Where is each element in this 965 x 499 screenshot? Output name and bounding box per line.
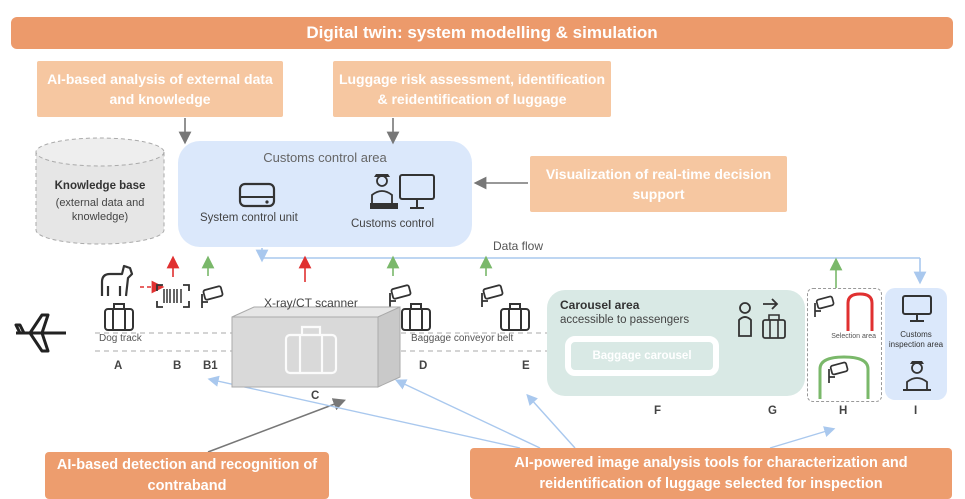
letter-g: G <box>768 405 777 417</box>
contraband-detection-box: AI-based detection and recognition of co… <box>45 452 329 499</box>
letter-h: H <box>839 405 848 417</box>
letter-c: C <box>311 390 320 402</box>
digital-twin-banner: Digital twin: system modelling & simulat… <box>11 17 953 49</box>
image-analysis-box: AI-powered image analysis tools for char… <box>470 448 952 499</box>
letter-e: E <box>522 360 530 372</box>
letter-b: B <box>173 360 182 372</box>
letter-b1: B1 <box>203 360 218 372</box>
carousel-area-title: Carousel area <box>560 298 640 312</box>
server-icon <box>238 182 276 208</box>
dog-track-label: Dog track <box>99 333 142 344</box>
luggage-icon-a <box>104 303 134 331</box>
customs-control-area: Customs control area System control unit… <box>178 141 472 247</box>
customs-control-label: Customs control <box>351 218 435 230</box>
ghost-luggage-icon <box>284 325 338 375</box>
letter-d: D <box>419 360 428 372</box>
inspector-icon <box>903 361 931 391</box>
green-gate-icon <box>818 355 870 399</box>
camera-icon-h-top <box>814 295 835 317</box>
xray-scanner-label: X-ray/CT scanner <box>264 296 358 310</box>
data-flow-label: Data flow <box>493 239 544 253</box>
carousel-area: Carousel area accessible to passengers B… <box>547 290 805 396</box>
baggage-carousel: Baggage carousel <box>565 336 719 376</box>
camera-icon-h-bottom <box>828 361 849 383</box>
camera-icon-e <box>481 284 504 307</box>
visualization-box: Visualization of real-time decision supp… <box>530 156 787 212</box>
barcode-scanner-icon <box>156 284 190 308</box>
red-gate-icon <box>846 292 874 331</box>
camera-icon-b1 <box>201 285 224 308</box>
dog-icon <box>100 264 134 297</box>
letter-i: I <box>914 405 918 417</box>
carousel-area-subtitle: accessible to passengers <box>560 314 690 326</box>
system-control-unit-label: System control unit <box>200 212 298 224</box>
monitor-icon <box>902 295 932 322</box>
customs-officer-icon <box>370 174 435 209</box>
conveyor-belt-label: Baggage conveyor belt <box>411 333 514 344</box>
luggage-icon-e <box>500 303 530 331</box>
external-analysis-box: AI-based analysis of external data and k… <box>37 61 283 117</box>
knowledge-base-subtitle: (external data and knowledge) <box>55 197 145 223</box>
xray-scanner-box <box>231 306 401 388</box>
letter-a: A <box>114 360 123 372</box>
luggage-icon-d <box>401 303 431 331</box>
selection-area: Selection area <box>807 288 882 402</box>
customs-inspection-area: Customs inspection area <box>885 288 947 400</box>
knowledge-base-cylinder <box>35 137 165 245</box>
letter-f: F <box>654 405 662 417</box>
camera-icon-d <box>389 284 412 307</box>
passenger-luggage-icon <box>738 298 786 339</box>
selection-area-label: Selection area <box>831 333 876 340</box>
risk-assessment-box: Luggage risk assessment, identification … <box>333 61 611 117</box>
airplane-icon <box>14 313 66 353</box>
inspection-area-label: Customs inspection area <box>888 330 944 349</box>
customs-area-title: Customs control area <box>263 150 387 165</box>
knowledge-base-title: Knowledge base <box>54 180 146 192</box>
